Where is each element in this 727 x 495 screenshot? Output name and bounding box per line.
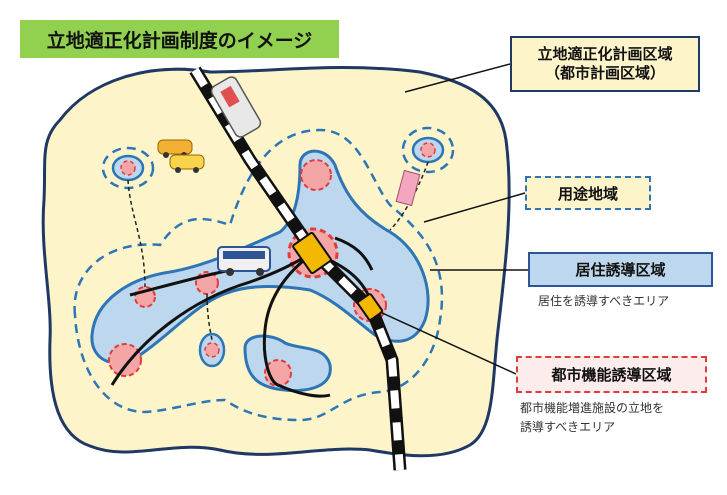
leader-lines [379, 63, 528, 375]
planning-area-line1: 立地適正化計画区域 [537, 44, 673, 63]
railway-track [189, 66, 407, 471]
land-use-zone-shape [73, 128, 444, 422]
building-icon [395, 169, 421, 207]
station-icon [292, 231, 332, 275]
planning-area-line2: （都市計画区域） [544, 64, 665, 82]
urban-function-zone-description: 都市機能増進施設の立地を 誘導すべきエリア [520, 399, 720, 436]
connector-lines [127, 161, 429, 341]
planning-area-label: 立地適正化計画区域 （都市計画区域） [510, 36, 700, 92]
car-icon [169, 154, 205, 173]
station-icon [356, 293, 384, 321]
bus-icon [217, 246, 271, 276]
land-use-zone-ne [401, 126, 455, 174]
urban-function-desc-line1: 都市機能増進施設の立地を [520, 401, 665, 415]
page-title: 立地適正化計画制度のイメージ [20, 20, 339, 58]
residential-zone-description: 居住を誘導すべきエリア [538, 294, 670, 308]
residential-zone-label: 居住誘導区域 [528, 252, 713, 287]
urban-function-zone-label: 都市機能誘導区域 [516, 356, 707, 393]
land-use-zone-label: 用途地域 [525, 176, 651, 210]
urban-function-desc-line2: 誘導すべきエリア [520, 419, 616, 434]
train-icon [210, 76, 262, 138]
